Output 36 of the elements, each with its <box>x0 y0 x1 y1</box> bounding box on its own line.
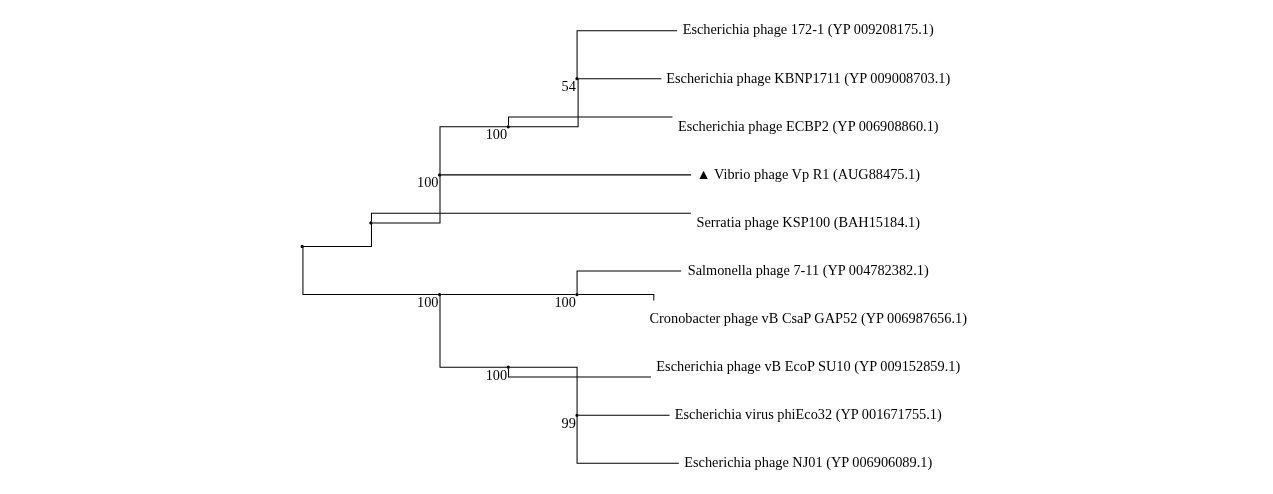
connector <box>439 126 508 175</box>
node-text: Escherichia phage NJ01 (YP 006906089.1) <box>684 454 933 471</box>
connector <box>439 295 508 368</box>
node-text: Cronobacter phage vB CsaP GAP52 (YP 006987656.1) <box>649 309 967 326</box>
node-text: Escherichia phage KBNP1711 (YP 009008703.1) <box>666 69 951 86</box>
connector <box>440 174 692 176</box>
node-text: ▲ Vibrio phage Vp R1 (AUG88475.1) <box>696 165 920 182</box>
node-point <box>300 244 304 249</box>
node-point <box>575 77 579 81</box>
node-point <box>369 221 373 225</box>
connector <box>508 368 652 378</box>
node-label: 100 <box>485 366 508 383</box>
node-label: 100 <box>417 294 439 311</box>
connector <box>576 270 682 294</box>
node-label: 100 <box>417 174 439 191</box>
node-point <box>438 173 442 177</box>
node-point <box>575 292 579 297</box>
node-text: Escherichia phage vB EcoP SU10 (YP 009152859.1) <box>656 357 961 374</box>
node-label: 54 <box>561 78 576 95</box>
node-label: 99 <box>561 414 576 431</box>
connector <box>302 246 439 296</box>
node-label: 100 <box>485 126 508 143</box>
node-point <box>506 365 510 369</box>
node-text: Escherichia phage 172-1 (YP 009208175.1) <box>682 21 934 38</box>
connector <box>370 212 692 222</box>
connector <box>371 175 441 224</box>
node-text: Escherichia phage ECBP2 (YP 006908860.1) <box>677 117 939 134</box>
node-text: Salmonella phage 7-11 (YP 004782382.1) <box>687 261 929 278</box>
node-text: Serratia phage KSP100 (BAH15184.1) <box>696 213 920 230</box>
node-label: 100 <box>554 294 576 311</box>
connector <box>508 116 673 126</box>
node-point <box>438 292 442 297</box>
node-point <box>506 125 510 129</box>
node-text: Escherichia virus phiEco32 (YP 001671755.1) <box>674 406 942 423</box>
node-point <box>575 413 579 417</box>
connector <box>302 223 372 247</box>
